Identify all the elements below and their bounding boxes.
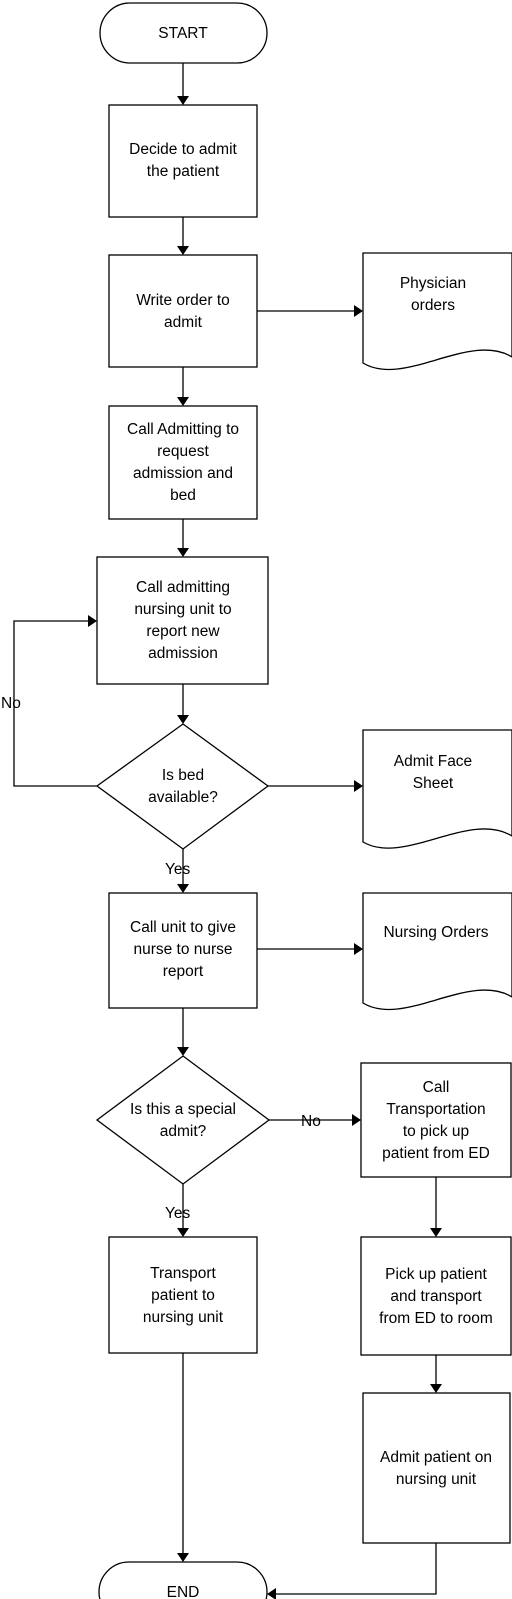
arrowhead bbox=[352, 1114, 361, 1126]
arrowhead bbox=[177, 1228, 189, 1237]
arrowhead bbox=[177, 884, 189, 893]
start-label: START bbox=[158, 25, 208, 42]
arrowhead bbox=[177, 548, 189, 557]
special-yes-label: Yes bbox=[165, 1205, 191, 1222]
label-line: Is bed bbox=[162, 767, 204, 784]
end-label: END bbox=[167, 1584, 200, 1599]
arrowhead bbox=[177, 246, 189, 255]
edge-bed-no-loop bbox=[13, 620, 97, 787]
label-line: nursing unit to bbox=[134, 601, 231, 618]
label-line: nurse to nurse bbox=[133, 941, 232, 958]
label-line: admit bbox=[164, 314, 203, 331]
call-unit-report-process bbox=[96, 556, 269, 685]
label-line: Call admitting bbox=[136, 579, 230, 596]
label-line: admission bbox=[148, 645, 218, 662]
label-line: Transportation bbox=[386, 1101, 485, 1118]
edge-admit-end bbox=[276, 1543, 437, 1595]
label-line: Call bbox=[423, 1079, 450, 1096]
label-line: Admit Face bbox=[394, 753, 472, 770]
shapes bbox=[95, 2, 512, 1599]
label-line: available? bbox=[148, 789, 218, 806]
label-line: END bbox=[167, 1584, 200, 1599]
admit-on-unit-label: Admit patient on nursing unit bbox=[380, 1449, 492, 1488]
nurse-report-label: Call unit to give nurse to nurse report bbox=[130, 919, 236, 980]
decide-label: Decide to admit the patient bbox=[129, 141, 237, 180]
arrowhead bbox=[430, 1384, 442, 1393]
call-transportation-process bbox=[360, 1062, 512, 1178]
label-line: Physician bbox=[400, 275, 466, 292]
admit-on-unit-process bbox=[362, 1392, 511, 1544]
call-admitting-label: Call Admitting to request admission and bed bbox=[127, 421, 239, 504]
admit-face-sheet-document bbox=[362, 729, 512, 849]
connectors bbox=[13, 63, 442, 1599]
label-line: patient from ED bbox=[382, 1145, 490, 1162]
nurse-report-process bbox=[108, 892, 258, 1009]
bed-available-label: Is bed available? bbox=[148, 767, 218, 806]
label-line: and transport bbox=[390, 1288, 482, 1305]
label-line: Write order to bbox=[136, 292, 230, 309]
write-order-process bbox=[108, 254, 258, 368]
end-terminator bbox=[98, 1561, 268, 1599]
label-line: Decide to admit bbox=[129, 141, 237, 158]
label-line: admit? bbox=[160, 1123, 207, 1140]
label-line: to pick up bbox=[403, 1123, 469, 1140]
label-line: nursing unit bbox=[396, 1471, 477, 1488]
label-line: orders bbox=[411, 297, 455, 314]
arrowhead bbox=[430, 1228, 442, 1237]
decide-process bbox=[108, 104, 258, 218]
label-line: admission and bbox=[133, 465, 233, 482]
arrowhead bbox=[177, 1553, 189, 1562]
label-line: nursing unit bbox=[143, 1309, 224, 1326]
arrowhead bbox=[177, 397, 189, 406]
special-no-label: No bbox=[301, 1113, 321, 1130]
special-admit-decision bbox=[95, 1055, 271, 1185]
label-line: request bbox=[157, 443, 209, 460]
label-line: Is this a special bbox=[130, 1101, 236, 1118]
label-line: the patient bbox=[147, 163, 220, 180]
arrowhead bbox=[88, 615, 97, 627]
label-line: Transport bbox=[150, 1265, 216, 1282]
label-line: report bbox=[163, 963, 204, 980]
special-admit-label: Is this a special admit? bbox=[130, 1101, 236, 1140]
transport-patient-process bbox=[108, 1236, 258, 1354]
label-line: report new bbox=[146, 623, 220, 640]
physician-orders-document bbox=[362, 252, 512, 371]
arrowhead bbox=[177, 715, 189, 724]
arrowhead bbox=[177, 96, 189, 105]
label-line: Call Admitting to bbox=[127, 421, 239, 438]
arrowhead bbox=[267, 1588, 276, 1599]
physician-orders-label: Physician orders bbox=[400, 275, 466, 314]
label-line: Nursing Orders bbox=[383, 924, 488, 941]
start-terminator bbox=[99, 2, 268, 64]
bed-yes-label: Yes bbox=[165, 861, 191, 878]
node-labels: START Decide to admit the patient Write o… bbox=[127, 25, 493, 1599]
label-line: bed bbox=[170, 487, 196, 504]
nursing-orders-document bbox=[362, 892, 512, 1011]
edge-labels: No Yes No Yes bbox=[1, 695, 321, 1222]
label-line: from ED to room bbox=[379, 1310, 493, 1327]
bed-available-decision bbox=[95, 723, 270, 850]
label-line: Call unit to give bbox=[130, 919, 236, 936]
call-unit-report-label: Call admitting nursing unit to report new a… bbox=[134, 579, 231, 662]
label-line: Pick up patient bbox=[385, 1266, 487, 1283]
write-order-label: Write order to admit bbox=[136, 292, 230, 331]
bed-no-label: No bbox=[1, 695, 21, 712]
pick-up-label: Pick up patient and transport from ED to r… bbox=[379, 1266, 493, 1327]
call-admitting-process bbox=[108, 405, 258, 520]
arrowhead bbox=[354, 943, 363, 955]
nursing-orders-label: Nursing Orders bbox=[383, 924, 488, 941]
pick-up-process bbox=[360, 1236, 512, 1356]
label-line: patient to bbox=[151, 1287, 215, 1304]
label-line: Admit patient on bbox=[380, 1449, 492, 1466]
arrowhead bbox=[354, 780, 363, 792]
arrowhead bbox=[177, 1047, 189, 1056]
label-line: START bbox=[158, 25, 208, 42]
label-line: Sheet bbox=[413, 775, 454, 792]
transport-patient-label: Transport patient to nursing unit bbox=[143, 1265, 224, 1326]
arrowhead bbox=[354, 305, 363, 317]
